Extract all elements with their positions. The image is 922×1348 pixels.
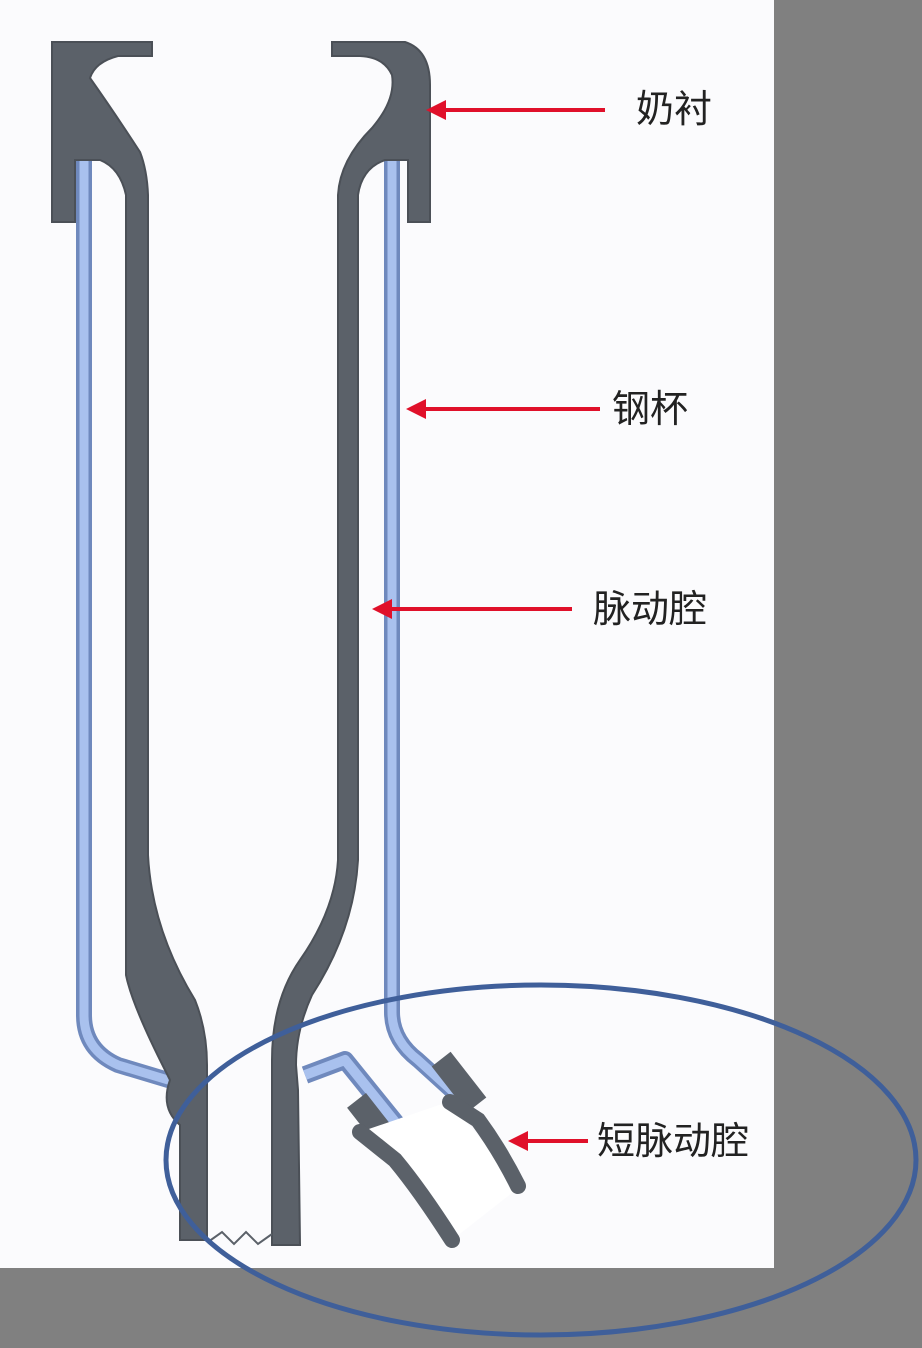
label-liner: 奶衬 (636, 87, 713, 131)
steel-cup-left (76, 144, 176, 1088)
label-pulsation-chamber: 脉动腔 (593, 587, 708, 631)
left-arrow-icon (426, 100, 605, 120)
liner-right (271, 41, 431, 1246)
steel-cup-right (384, 144, 470, 1108)
label-short-pulsation-chamber: 短脉动腔 (597, 1119, 750, 1163)
highlight-ellipse (163, 982, 919, 1338)
left-arrow-icon (372, 599, 572, 619)
label-steel-cup: 钢杯 (612, 387, 689, 431)
tube-cut-line (207, 1230, 273, 1246)
short-pulsation-branch (301, 1051, 526, 1248)
left-arrow-icon (508, 1131, 588, 1151)
left-arrow-icon (406, 399, 600, 419)
liner-left (51, 41, 208, 1241)
